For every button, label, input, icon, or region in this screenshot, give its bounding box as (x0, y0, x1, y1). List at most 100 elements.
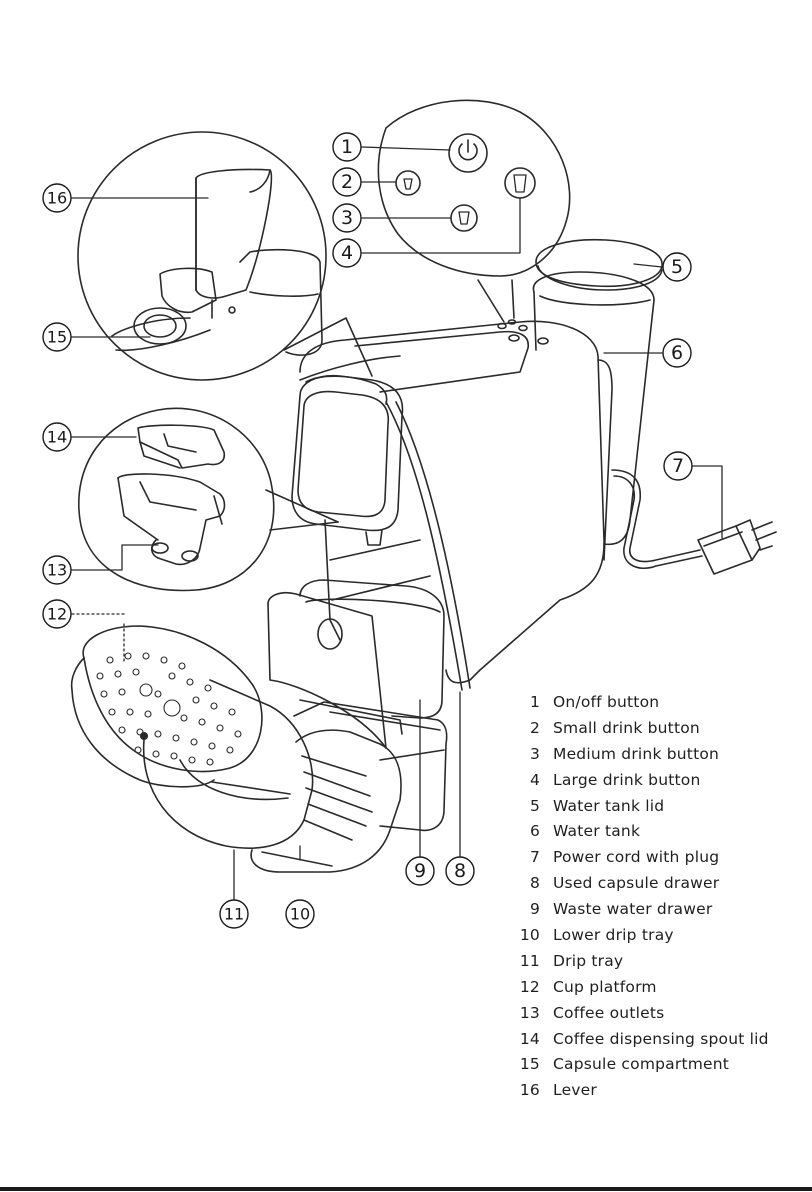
legend-item: 11 Drip tray (514, 949, 769, 975)
legend-label: Lever (553, 1081, 597, 1100)
callout-circle-1 (332, 132, 362, 162)
legend-number: 5 (529, 796, 540, 815)
lower-drip-tray (250, 729, 402, 873)
callout-number-13: 13 (47, 561, 67, 580)
callout-number-4: 4 (341, 242, 353, 264)
power-button (448, 133, 488, 173)
medium-drink-button (450, 204, 478, 232)
callout-number-10: 10 (290, 905, 310, 924)
callout-circle-4 (332, 238, 362, 268)
cup-platform (70, 625, 263, 788)
callout-circle-12 (42, 599, 72, 629)
callout-number-8: 8 (454, 860, 466, 882)
legend-item: 7 Power cord with plug (514, 845, 769, 871)
cup-platform-holes (96, 652, 242, 766)
legend-number: 6 (529, 822, 540, 841)
power-cord (611, 469, 703, 570)
legend-item: 15 Capsule compartment (514, 1052, 769, 1078)
callout-markers (42, 132, 693, 929)
callout-number-2: 2 (341, 171, 353, 193)
callout-number-1: 1 (341, 136, 353, 158)
legend-number: 4 (529, 770, 540, 789)
legend-label: Cup platform (553, 977, 657, 996)
legend-label: Medium drink button (553, 744, 720, 763)
callout-circle-10 (285, 899, 315, 929)
legend-item: 9 Waste water drawer (514, 897, 769, 923)
top-button-cluster (497, 319, 549, 345)
legend-label: Coffee outlets (553, 1003, 665, 1022)
legend-item: 1 On/off button (514, 690, 769, 716)
legend-label: Waste water drawer (553, 900, 713, 919)
callout-circle-14 (42, 422, 72, 452)
legend-label: Capsule compartment (553, 1055, 730, 1074)
callout-circle-15 (42, 322, 72, 352)
callout-circle-6 (662, 338, 692, 368)
water-tank (532, 271, 655, 546)
callout-circle-8 (445, 856, 475, 886)
callout-number-5: 5 (671, 256, 683, 278)
legend-item: 12 Cup platform (514, 975, 769, 1001)
callout-circle-2 (332, 167, 362, 197)
callout-number-11: 11 (224, 905, 244, 924)
legend-number: 1 (529, 693, 540, 711)
power-plug (697, 519, 777, 575)
large-drink-button (504, 167, 536, 199)
legend-number: 8 (529, 874, 540, 893)
legend-label: Used capsule drawer (553, 874, 720, 893)
legend-number: 14 (519, 1029, 540, 1048)
legend-item: 4 Large drink button (514, 768, 769, 794)
detail-capsule-compartment (77, 131, 373, 381)
callout-number-14: 14 (47, 428, 67, 447)
legend-item: 10 Lower drip tray (514, 923, 769, 949)
callout-circle-3 (332, 203, 362, 233)
legend-item: 3 Medium drink button (514, 742, 769, 768)
machine-body (299, 320, 613, 691)
legend-label: Large drink button (553, 770, 701, 789)
legend-item: 5 Water tank lid (514, 794, 769, 820)
legend-number: 3 (529, 744, 540, 763)
callout-circle-11 (219, 899, 249, 929)
legend-label: Coffee dispensing spout lid (553, 1029, 769, 1048)
leader-lines (71, 146, 723, 901)
callout-number-12: 12 (47, 605, 67, 624)
brew-head-panel (291, 374, 404, 546)
legend-label: Drip tray (553, 951, 624, 970)
bottom-rule (0, 1187, 812, 1191)
callout-number-15: 15 (47, 328, 67, 347)
legend-number: 15 (519, 1055, 540, 1074)
legend-number: 9 (529, 900, 540, 919)
callout-number-16: 16 (47, 189, 67, 208)
legend-label: On/off button (553, 693, 660, 711)
callout-number-6: 6 (671, 342, 683, 364)
waste-water-drawer (293, 701, 448, 832)
legend-label: Water tank (553, 822, 641, 841)
legend-number: 11 (519, 951, 540, 970)
legend-number: 12 (519, 977, 540, 996)
legend-item: 16 Lever (514, 1078, 769, 1104)
legend-number: 2 (529, 718, 540, 737)
callout-circle-7 (663, 451, 693, 481)
drip-tray (142, 679, 314, 849)
callout-circle-16 (42, 183, 72, 213)
legend-number: 7 (529, 848, 540, 867)
legend-number: 10 (519, 926, 540, 945)
small-drink-button (395, 170, 421, 196)
callout-number-3: 3 (341, 207, 353, 229)
callout-number-7: 7 (672, 455, 684, 477)
legend-number: 16 (519, 1081, 540, 1100)
callout-number-9: 9 (414, 860, 426, 882)
detail-buttons (377, 99, 571, 323)
callout-numbers: 1 2 3 4 5 6 7 8 9 10 11 12 13 14 15 16 (47, 136, 684, 924)
callout-circle-5 (662, 252, 692, 282)
used-capsule-drawer (267, 579, 445, 749)
legend-label: Power cord with plug (553, 848, 720, 867)
legend-label: Water tank lid (553, 796, 665, 815)
legend-item: 14 Coffee dispensing spout lid (514, 1027, 769, 1053)
legend-label: Lower drip tray (553, 926, 674, 945)
detail-coffee-outlets (78, 407, 339, 592)
callout-circle-9 (405, 856, 435, 886)
